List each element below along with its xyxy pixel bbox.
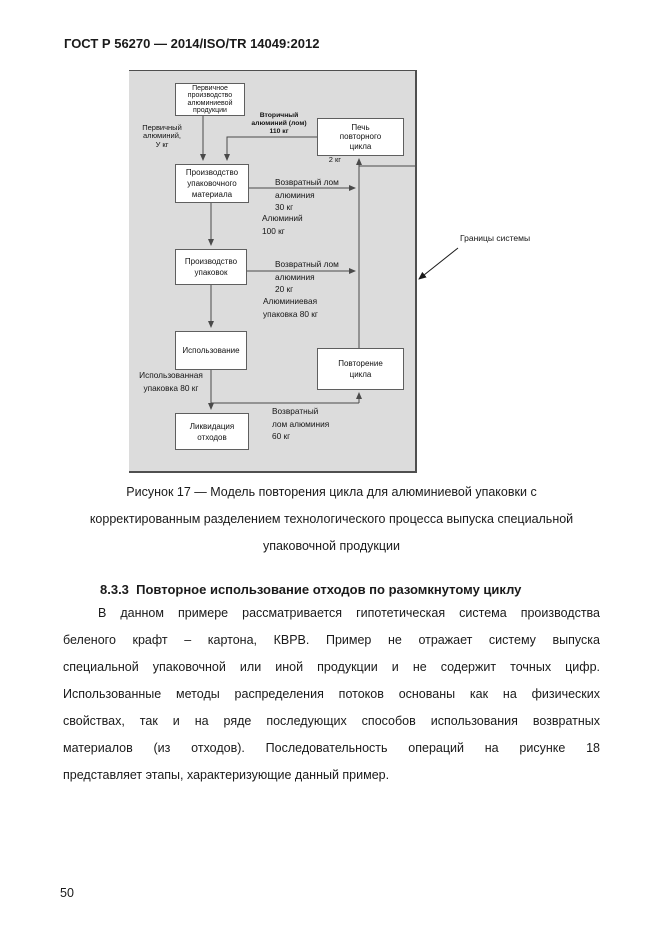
paragraph-line: Использованные методы распределения пото… — [63, 687, 600, 701]
system-boundary-panel: Первичное производство алюминиевой проду… — [129, 70, 417, 473]
label-secondary-aluminum: Вторичный алюминий (лом) 110 кг — [251, 112, 307, 135]
label-two-kg: 2 кг — [328, 155, 341, 164]
box-primary-production: Первичное производство алюминиевой проду… — [175, 83, 245, 116]
body-paragraph: В данном примере рассматривается гипотет… — [63, 600, 600, 789]
page-number: 50 — [60, 886, 74, 900]
label-primary-aluminum: Первичный алюминий, У кг — [142, 123, 182, 149]
paragraph-line: представляет этапы, характеризующие данн… — [63, 768, 390, 782]
label-return-scrap-20: Возвратный лом алюминия 20 кг — [275, 259, 339, 294]
paragraph-line: материалов (из отходов). Последовательно… — [63, 741, 600, 755]
label-aluminum-packaging-80: Алюминиевая упаковка 80 кг — [263, 296, 318, 319]
system-boundary-arrow-icon — [418, 247, 459, 280]
box-remelt-furnace: Печь повторного цикла — [317, 118, 404, 156]
paragraph-line: В данном примере рассматривается гипотет… — [98, 606, 600, 620]
system-boundary-label: Границы системы — [460, 233, 531, 243]
figure-caption: Рисунок 17 — Модель повторения цикла для… — [89, 485, 574, 553]
box-use: Использование — [175, 331, 247, 370]
label-used-packaging-80: Использованная упаковка 80 кг — [139, 370, 203, 393]
box-packaging-material-production: Производство упаковочного материала — [175, 164, 249, 203]
label-return-scrap-60: Возвратный лом алюминия 60 кг — [272, 406, 330, 441]
flow-arrows — [200, 114, 415, 410]
section-heading: 8.3.3 Повторное использование отходов по… — [100, 582, 522, 597]
box-cycle-repeat: Повторение цикла — [317, 348, 404, 390]
box-waste-disposal: Ликвидация отходов — [175, 413, 249, 450]
paragraph-line: беленого крафт – картона, КВРВ. Пример н… — [63, 633, 600, 647]
label-aluminum-100: Алюминий 100 кг — [262, 213, 303, 236]
document-header: ГОСТ Р 56270 — 2014/ISO/TR 14049:2012 — [64, 36, 320, 51]
box-packaging-production: Производство упаковок — [175, 249, 247, 285]
label-return-scrap-30: Возвратный лом алюминия 30 кг — [275, 177, 339, 212]
paragraph-line: свойствах, так и на ряде последующих спо… — [63, 714, 600, 728]
paragraph-line: специальной упаковочной или иной продукц… — [63, 660, 600, 674]
